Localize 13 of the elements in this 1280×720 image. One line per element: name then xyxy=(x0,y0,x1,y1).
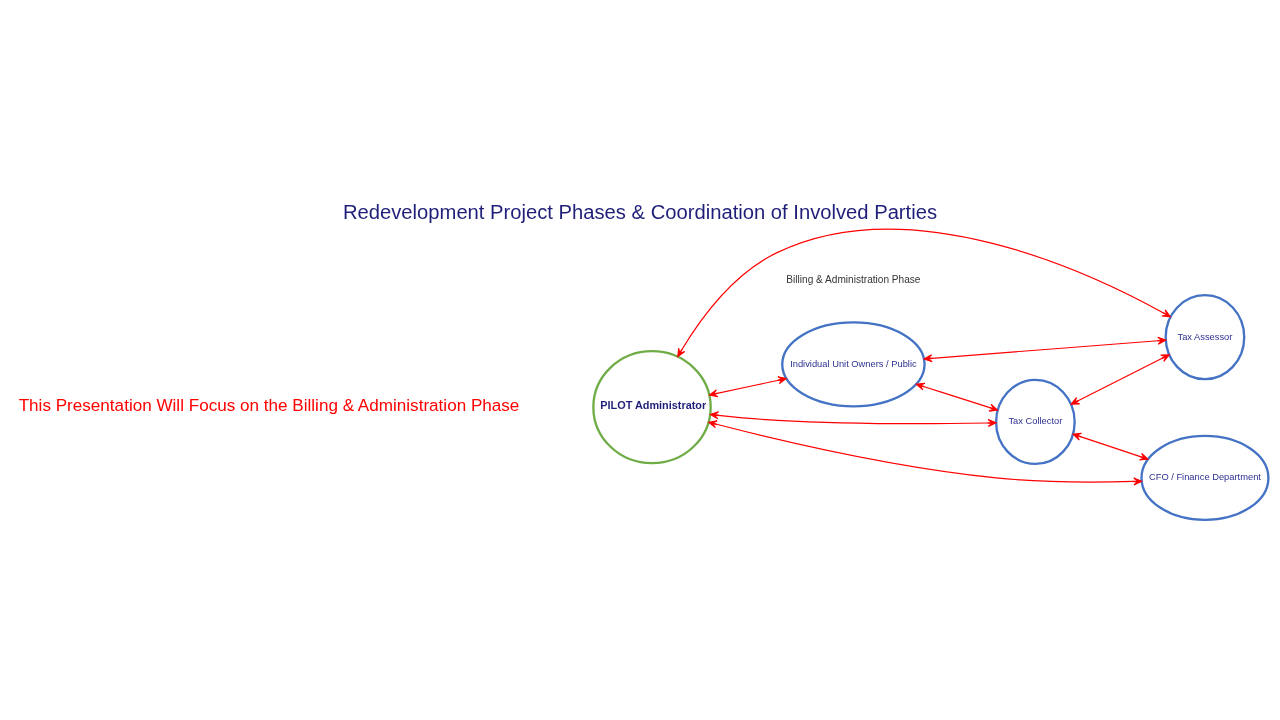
arrow xyxy=(709,411,997,428)
node-circle: Tax Assessor xyxy=(1164,293,1246,381)
node-circle: Tax Collector xyxy=(994,378,1076,466)
arrow xyxy=(1072,432,1149,461)
arrow xyxy=(915,382,999,412)
arrow xyxy=(708,420,1143,486)
arrow xyxy=(708,376,787,398)
arrow xyxy=(677,228,1171,358)
label: Billing & Administration Phase xyxy=(786,274,921,286)
arrow xyxy=(923,336,1167,363)
arrow xyxy=(1070,354,1170,405)
diagram-title: Redevelopment Project Phases & Coordination of Involved Parties xyxy=(342,201,938,224)
label: This Presentation Will Focus on the Billing & Administration Phase xyxy=(18,396,520,416)
